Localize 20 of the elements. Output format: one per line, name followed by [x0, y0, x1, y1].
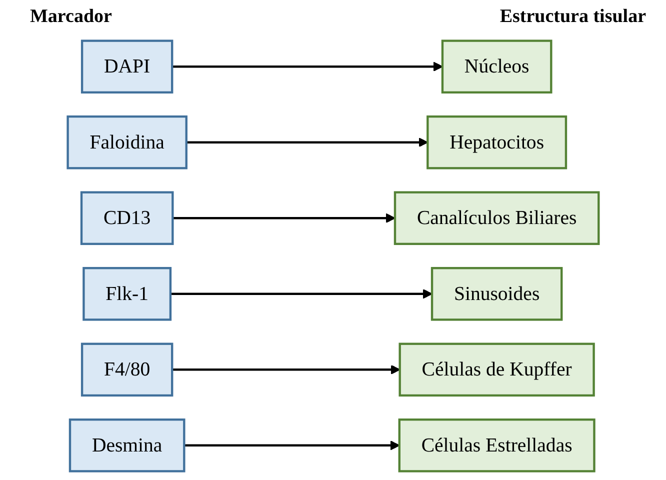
- arrow: [186, 138, 428, 148]
- arrow: [172, 364, 400, 374]
- arrow: [172, 213, 396, 223]
- node-box: Hepatocitos: [426, 115, 567, 170]
- arrow: [172, 62, 443, 72]
- node-box: Flk-1: [82, 266, 172, 321]
- node-box: Núcleos: [441, 40, 552, 94]
- node-box: CD13: [80, 191, 174, 246]
- node-box: Faloidina: [66, 115, 188, 170]
- arrow: [170, 289, 432, 299]
- node-box: Células de Kupffer: [398, 342, 595, 397]
- column-heading: Estructura tisular: [500, 6, 646, 29]
- node-box: Canalículos Biliares: [394, 191, 600, 246]
- node-box: DAPI: [80, 40, 173, 94]
- node-box: Células Estrelladas: [398, 418, 596, 472]
- node-box: F4/80: [80, 342, 173, 397]
- node-box: Desmina: [68, 418, 186, 472]
- column-heading: Marcador: [30, 6, 112, 29]
- node-box: Sinusoides: [430, 266, 562, 321]
- arrow: [184, 440, 400, 450]
